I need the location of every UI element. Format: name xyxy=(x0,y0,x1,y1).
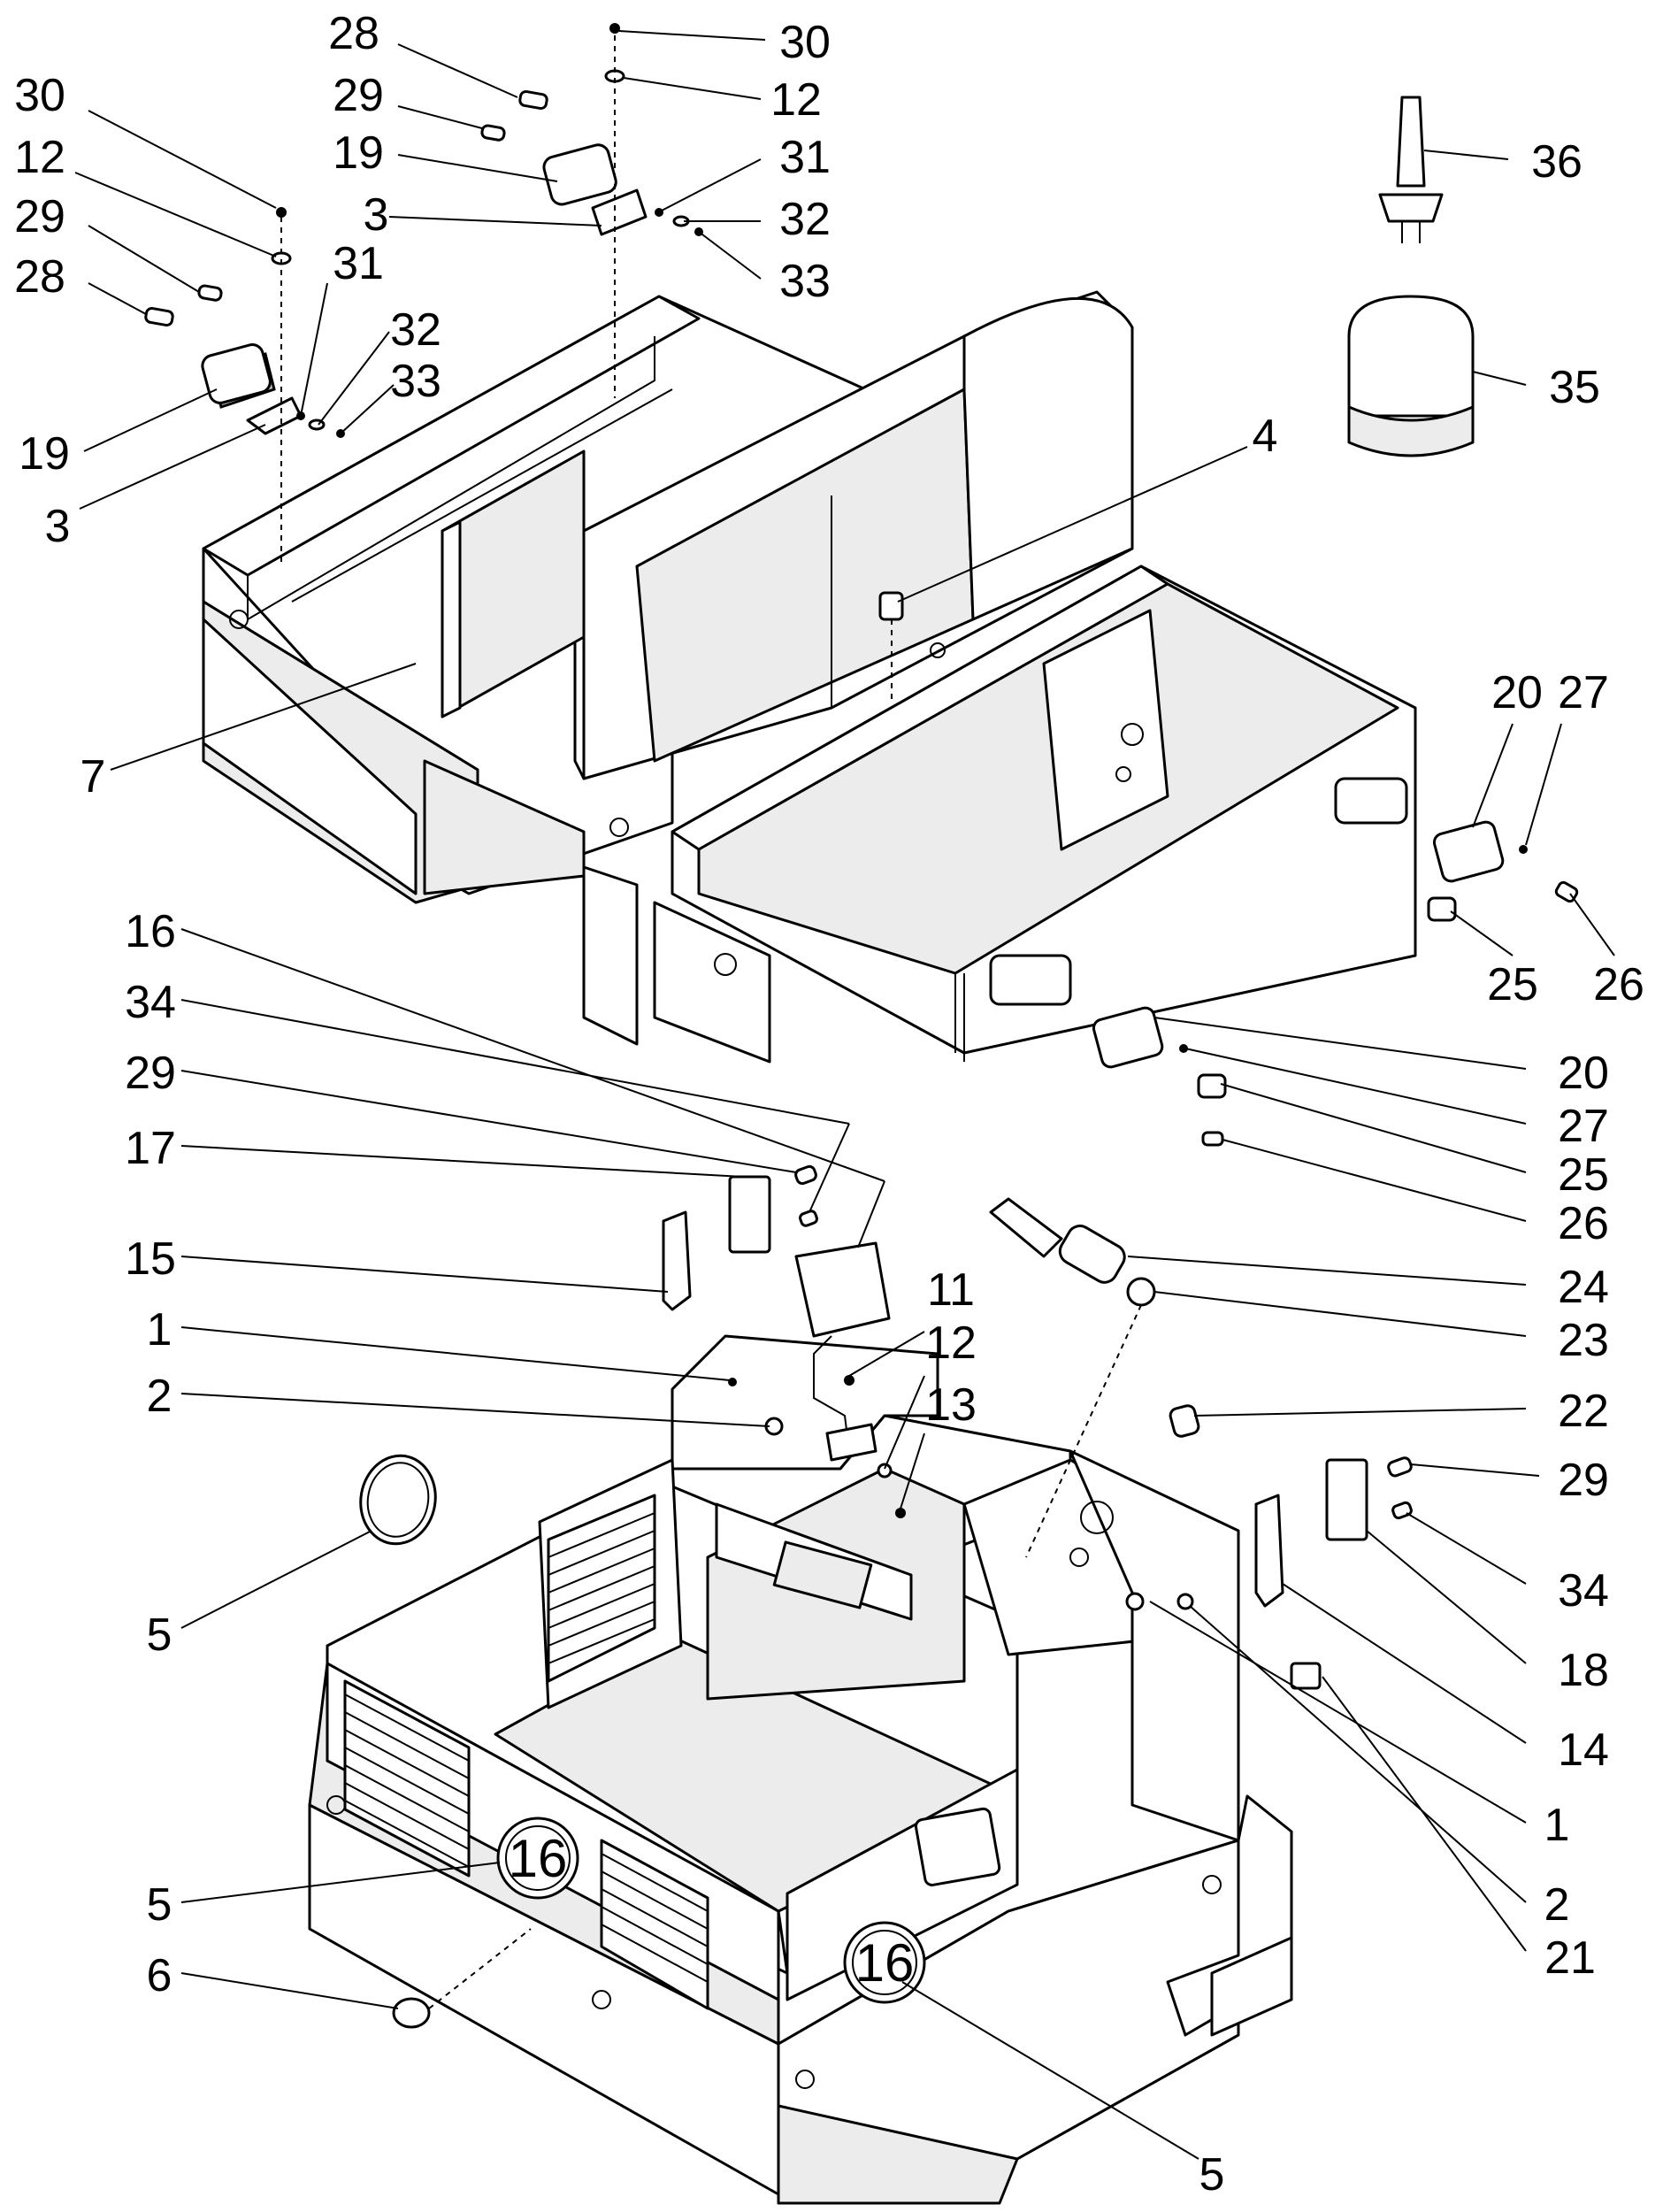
callout-2-right: 2 xyxy=(1544,1879,1570,1931)
callout-28-top: 28 xyxy=(328,8,379,59)
upper-frame xyxy=(202,290,1417,1064)
callout-34-right: 34 xyxy=(1558,1565,1609,1617)
callout-12-left: 12 xyxy=(14,132,65,183)
callout-27-mid: 27 xyxy=(1558,1101,1609,1152)
callout-32-top: 32 xyxy=(779,194,831,245)
callout-26-mid: 26 xyxy=(1558,1198,1609,1249)
callout-17: 17 xyxy=(125,1123,176,1174)
switch-4 xyxy=(878,591,904,699)
callout-labels: 30 12 29 28 19 3 31 32 33 28 29 19 3 30 … xyxy=(14,8,1644,2200)
callout-6: 6 xyxy=(147,1950,172,2001)
callout-15: 15 xyxy=(125,1233,176,1285)
callout-29-right: 29 xyxy=(1558,1455,1609,1506)
callout-7: 7 xyxy=(80,751,106,803)
lower-frame xyxy=(308,1334,1293,2205)
callout-22: 22 xyxy=(1558,1386,1609,1437)
callout-16: 16 xyxy=(125,906,176,957)
callout-20-top: 20 xyxy=(1491,667,1543,718)
callout-36: 36 xyxy=(1531,136,1583,188)
callout-3-top: 3 xyxy=(364,189,389,241)
fasteners-top xyxy=(144,23,703,566)
grille-center xyxy=(600,1839,709,2010)
callout-5-badge-right: 5 xyxy=(1199,2149,1225,2200)
callout-27-top: 27 xyxy=(1558,667,1609,718)
radiator-left xyxy=(547,1494,656,1683)
pedal-16 xyxy=(794,1241,891,1462)
callout-29-top: 29 xyxy=(333,70,384,121)
callout-1-left: 1 xyxy=(147,1304,172,1356)
callout-30-top: 30 xyxy=(779,17,831,68)
callout-26-top: 26 xyxy=(1593,959,1644,1010)
callout-5-badge-left: 5 xyxy=(147,1879,172,1931)
fasteners-lower xyxy=(392,1375,1322,2029)
callout-25-mid: 25 xyxy=(1558,1149,1609,1201)
badge-emblem-right: 16 xyxy=(843,1921,926,2004)
work-light-left xyxy=(201,343,303,435)
badge-number-left: 16 xyxy=(509,1829,568,1888)
callout-28-left: 28 xyxy=(14,251,65,303)
badge-emblem-left: 16 xyxy=(496,1816,579,1900)
callout-23: 23 xyxy=(1558,1315,1609,1366)
callout-19-top: 19 xyxy=(333,127,384,179)
grille-left xyxy=(343,1679,471,1878)
callout-35: 35 xyxy=(1549,362,1600,413)
beacon-light xyxy=(1347,96,1475,457)
callout-33-top: 33 xyxy=(779,256,831,307)
callout-18: 18 xyxy=(1558,1645,1609,1696)
callout-2-left: 2 xyxy=(147,1371,172,1422)
tail-lamps xyxy=(1092,820,1579,1147)
throttle-lever xyxy=(989,1197,1200,1558)
callout-30-left: 30 xyxy=(14,70,65,121)
callout-12-top: 12 xyxy=(770,74,822,126)
gauge-ring xyxy=(359,1454,437,1546)
callout-25-top: 25 xyxy=(1487,959,1538,1010)
callout-3-left: 3 xyxy=(45,501,71,552)
callout-14: 14 xyxy=(1558,1724,1609,1776)
side-guard-right xyxy=(1254,1456,1413,1608)
callout-4: 4 xyxy=(1253,411,1278,462)
callout-29-mid-left: 29 xyxy=(125,1048,176,1099)
callout-1-right: 1 xyxy=(1544,1800,1570,1851)
callout-24: 24 xyxy=(1558,1262,1609,1313)
side-guard-left xyxy=(662,1164,818,1311)
callout-31-left: 31 xyxy=(333,238,384,289)
callout-5-ring: 5 xyxy=(147,1609,172,1661)
callout-34-left: 34 xyxy=(125,977,176,1028)
callout-13: 13 xyxy=(925,1379,977,1431)
callout-11: 11 xyxy=(927,1264,975,1316)
callout-20-mid: 20 xyxy=(1558,1048,1609,1099)
leader-lines xyxy=(74,30,1615,2160)
callout-21: 21 xyxy=(1544,1932,1596,1984)
callout-33-left: 33 xyxy=(390,356,441,407)
callout-12-mid: 12 xyxy=(925,1317,977,1369)
callout-31-top: 31 xyxy=(779,132,831,183)
callout-19-left: 19 xyxy=(19,428,70,480)
callout-29-left: 29 xyxy=(14,191,65,242)
callout-32-left: 32 xyxy=(390,304,441,356)
work-light-right xyxy=(542,143,648,236)
